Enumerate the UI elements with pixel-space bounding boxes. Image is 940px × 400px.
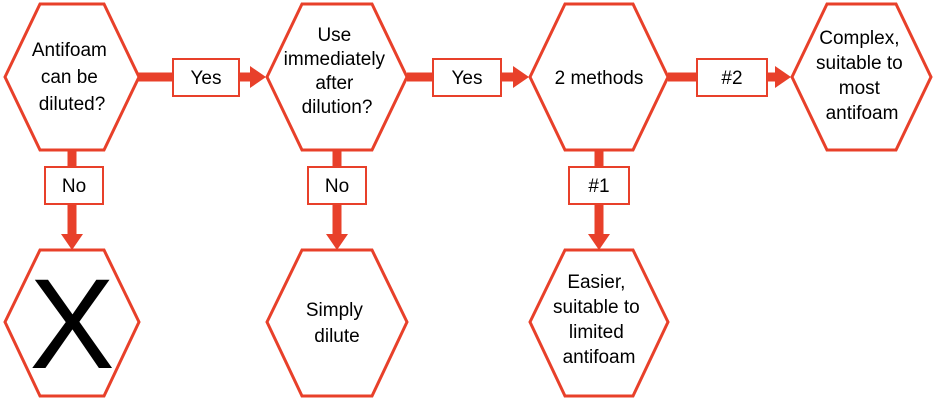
edge-label-box	[307, 166, 367, 205]
edge-label-box	[696, 58, 768, 97]
reject-x-mark: X	[29, 253, 114, 396]
edge-label-method-2: #2	[721, 68, 742, 89]
node-label: Easier, suitable to limited antifoam	[553, 272, 645, 368]
edge-label-no-2: No	[325, 176, 349, 197]
edge-label-box	[172, 58, 240, 97]
edge-label-box	[432, 58, 502, 97]
node-antifoam-dilutable: Antifoam can be diluted?	[3, 2, 141, 152]
edge-label-yes-2: Yes	[452, 68, 483, 89]
edge-methods-to-complex: #2	[668, 58, 791, 97]
edge-label-box	[568, 166, 630, 205]
edge-q2-to-methods: Yes	[407, 58, 529, 97]
node-label: 2 methods	[555, 68, 644, 89]
edge-label-yes-1: Yes	[191, 68, 222, 89]
edge-label-method-1: #1	[588, 176, 609, 197]
node-label: Complex, suitable to most antifoam	[816, 28, 908, 124]
node-use-immediately: Use immediately after dilution?	[265, 2, 409, 152]
node-label: Use immediately after dilution?	[284, 25, 391, 118]
edge-label-no-1: No	[62, 176, 86, 197]
node-complex-method: Complex, suitable to most antifoam	[790, 2, 933, 152]
edge-label-box	[44, 166, 104, 205]
node-not-possible: X	[3, 248, 141, 398]
edge-q1-to-q2: Yes	[136, 58, 266, 97]
node-simply-dilute: Simply dilute	[265, 248, 409, 398]
node-label: Antifoam can be diluted?	[32, 40, 112, 115]
edge-q1-to-reject: No	[44, 150, 104, 250]
edge-methods-to-easier: #1	[568, 150, 630, 250]
node-easier-method: Easier, suitable to limited antifoam	[528, 248, 670, 398]
node-two-methods: 2 methods	[528, 2, 670, 152]
node-label: Simply dilute	[306, 300, 368, 347]
edge-q2-to-dilute: No	[307, 150, 367, 250]
